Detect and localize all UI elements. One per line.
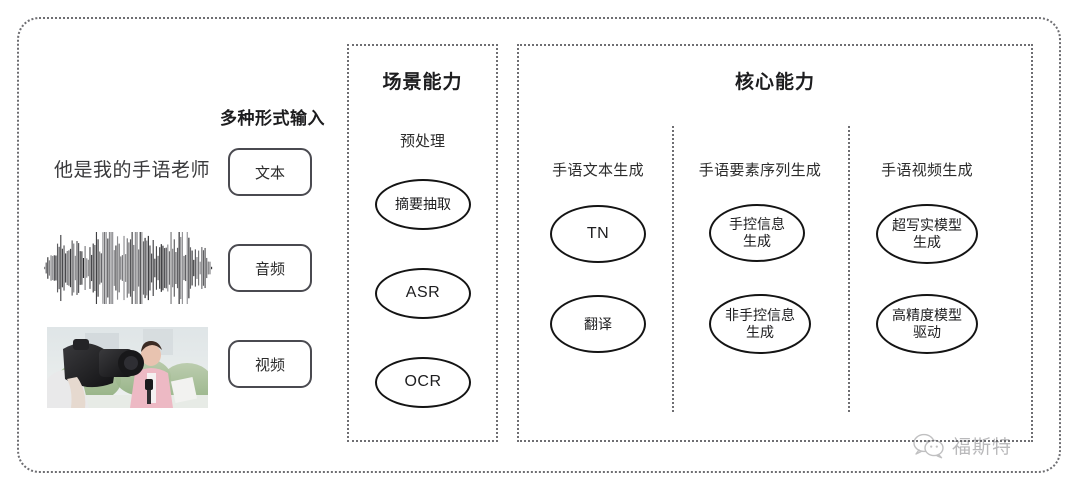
node-hyper-model-line1: 超写实模型 [892, 217, 962, 234]
node-summary-extraction[interactable]: 摘要抽取 [375, 179, 471, 230]
watermark-text: 福斯特 [952, 437, 1013, 458]
input-text-sample: 他是我的手语老师 [53, 160, 210, 181]
input-chip-audio[interactable]: 音频 [228, 244, 312, 292]
scene-panel-title: 场景能力 [382, 72, 463, 93]
node-ocr[interactable]: OCR [375, 357, 471, 408]
input-chip-text[interactable]: 文本 [228, 148, 312, 196]
node-manual-info-generation[interactable]: 手控信息 生成 [709, 204, 805, 262]
outer-frame [17, 17, 1061, 473]
core-column-divider-1 [672, 126, 674, 412]
node-translation[interactable]: 翻译 [550, 295, 646, 353]
scene-capability-panel: 场景能力 [347, 44, 498, 442]
node-tn[interactable]: TN [550, 205, 646, 263]
node-asr[interactable]: ASR [375, 268, 471, 319]
node-high-precision-line2: 驱动 [913, 324, 941, 340]
node-high-precision-line1: 高精度模型 [892, 307, 962, 324]
core-column-divider-2 [848, 126, 850, 412]
node-non-manual-info-line2: 生成 [746, 324, 774, 340]
node-manual-info-line1: 手控信息 [729, 216, 785, 233]
node-tn-line1: TN [586, 224, 610, 242]
node-hyper-realistic-model-generation[interactable]: 超写实模型 生成 [876, 204, 978, 264]
scene-panel-subtitle: 预处理 [399, 133, 445, 150]
node-manual-info-line2: 生成 [743, 233, 771, 249]
core-panel-title: 核心能力 [734, 72, 815, 93]
wechat-icon [913, 433, 944, 458]
video-thumbnail-icon [47, 327, 208, 408]
node-non-manual-info-generation[interactable]: 非手控信息 生成 [709, 294, 811, 354]
waveform-icon [44, 232, 213, 304]
node-translation-line1: 翻译 [584, 315, 612, 332]
watermark: 福斯特 [912, 432, 1012, 459]
input-section-heading: 多种形式输入 [220, 109, 325, 128]
node-high-precision-model-driving[interactable]: 高精度模型 驱动 [876, 294, 978, 354]
node-non-manual-info-line1: 非手控信息 [725, 307, 795, 324]
core-capability-panel: 核心能力 [517, 44, 1033, 442]
core-column-head-sign-video-generation: 手语视频生成 [881, 162, 973, 179]
core-column-head-sign-text-generation: 手语文本生成 [552, 162, 644, 179]
core-column-head-sign-element-sequence-generation: 手语要素序列生成 [698, 162, 822, 179]
node-hyper-model-line2: 生成 [913, 234, 941, 250]
input-chip-video[interactable]: 视频 [228, 340, 312, 388]
